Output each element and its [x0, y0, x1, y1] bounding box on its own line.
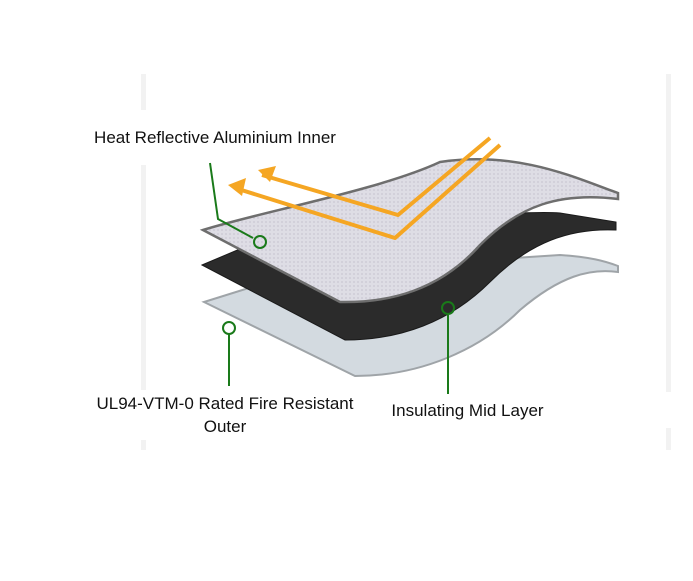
label-outer-line1: UL94-VTM-0 Rated Fire Resistant [96, 394, 354, 413]
label-inner: Heat Reflective Aluminium Inner [94, 128, 336, 147]
leader-line-inner [209, 162, 254, 239]
marker-inner [253, 235, 267, 249]
arrowhead-icon [228, 178, 246, 196]
heat-arrows [234, 136, 502, 240]
arrow-icon [261, 136, 492, 217]
frame-bar [666, 428, 671, 450]
label-outer: UL94-VTM-0 Rated Fire Resistant Outer [70, 392, 380, 438]
marker-mid [441, 301, 455, 315]
frame-bar [666, 74, 671, 392]
arrowhead-icon [258, 166, 276, 182]
marker-outer [222, 321, 236, 335]
arrow-icon [234, 143, 502, 240]
frame-bar [141, 440, 146, 450]
frame-bar [141, 165, 146, 390]
frame-bar [141, 74, 146, 110]
label-outer-line2: Outer [203, 417, 247, 436]
inner-layer [199, 158, 620, 304]
label-mid: Insulating Mid Layer [391, 401, 544, 420]
